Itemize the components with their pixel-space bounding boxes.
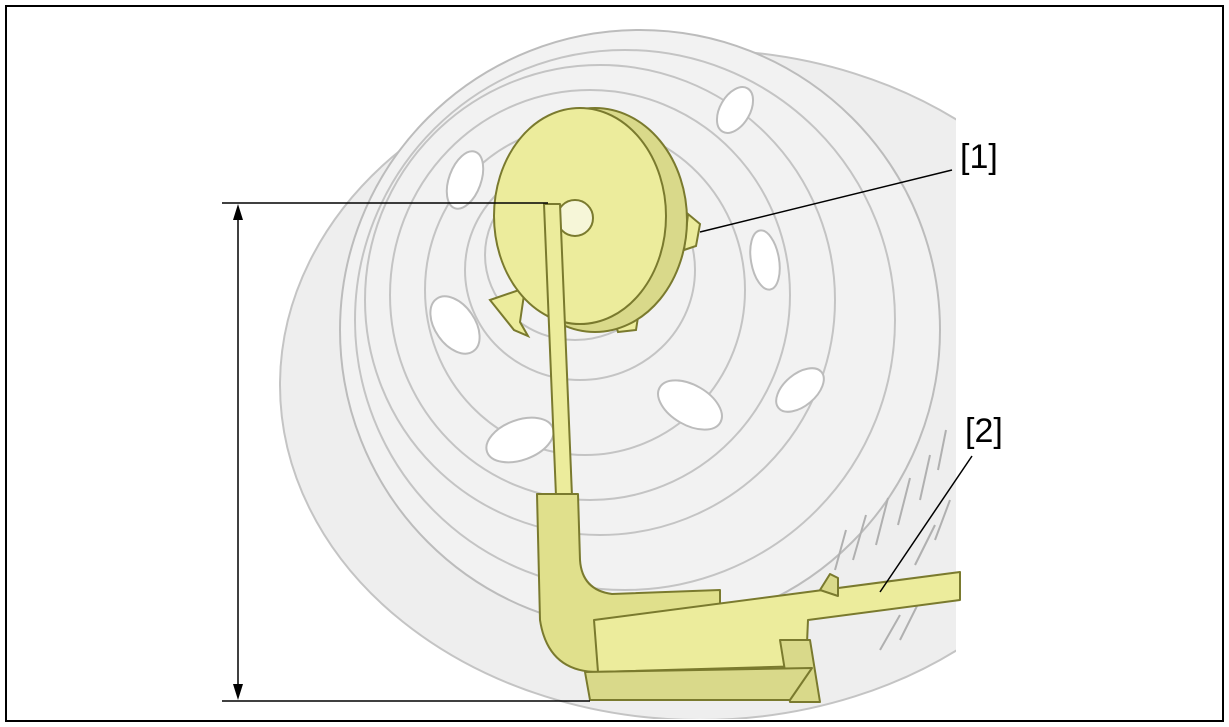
wheel-tire	[279, 29, 956, 719]
tire-tread	[834, 429, 951, 651]
leader-lines	[699, 169, 973, 593]
rim-holes	[429, 86, 825, 464]
gauge-stand	[536, 203, 961, 703]
callout-label-1: [1]	[960, 138, 998, 176]
dimension-arrowheads	[233, 204, 243, 700]
callout-label-2: [2]	[965, 412, 1003, 450]
dimension-lines	[222, 202, 590, 702]
